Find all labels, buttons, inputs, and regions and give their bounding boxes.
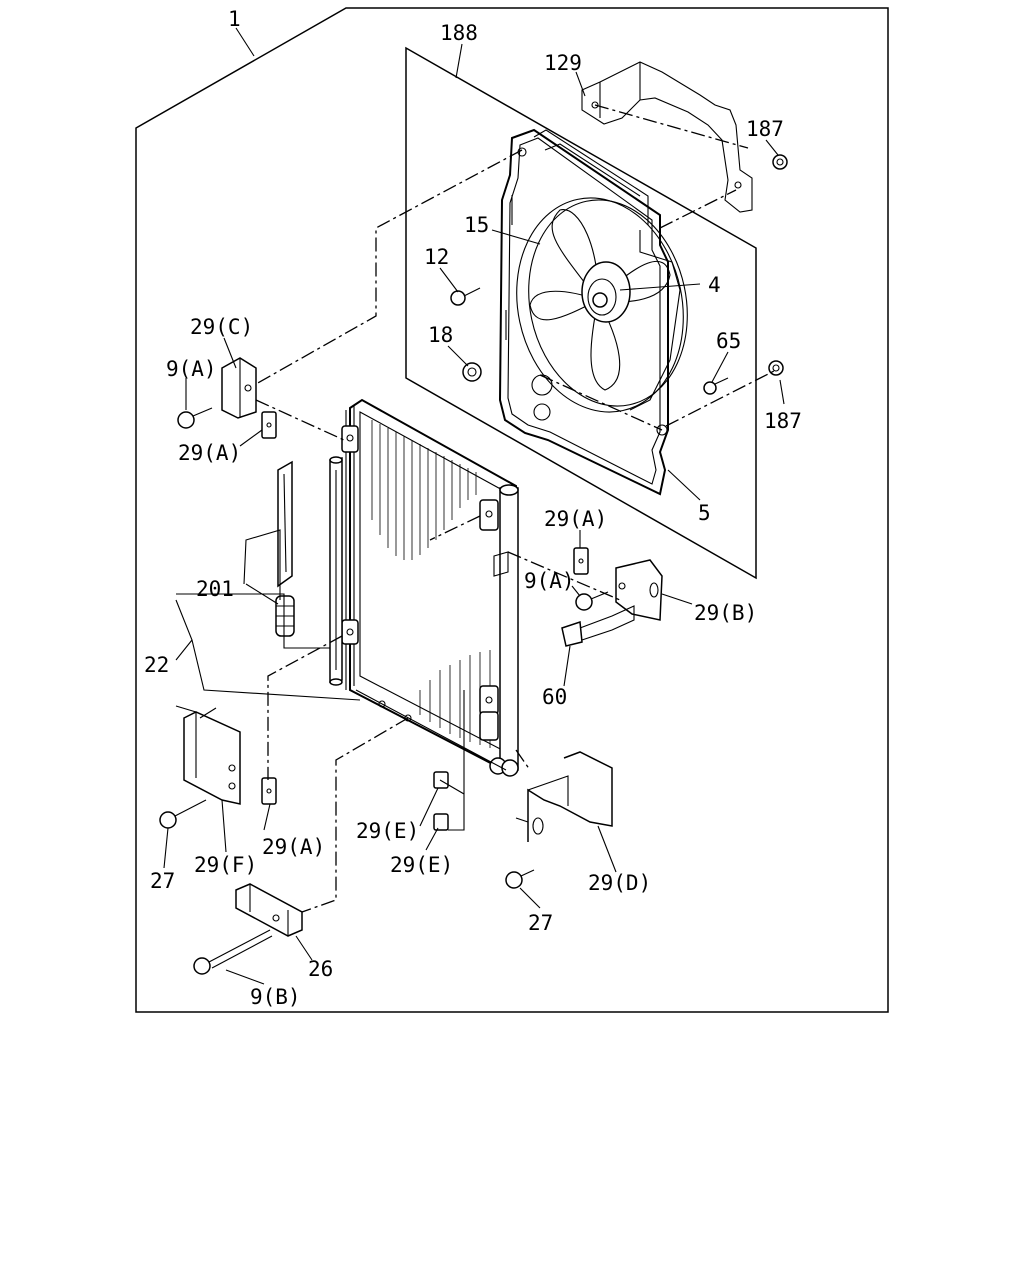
label-4: 4 — [708, 273, 721, 297]
clip-29a-right — [573, 547, 589, 575]
condenser-core — [341, 398, 519, 777]
fan-bracket — [581, 61, 753, 213]
screw-12 — [450, 287, 481, 306]
bolt-9b — [193, 929, 273, 975]
label-5: 5 — [698, 501, 711, 525]
label-27-right: 27 — [528, 911, 553, 935]
label-29e-lower: 29(E) — [390, 853, 453, 877]
assembly-frame — [135, 7, 889, 1013]
label-65: 65 — [716, 329, 741, 353]
clip-29a-top — [261, 411, 277, 439]
nut-187-top — [772, 154, 788, 170]
label-187-top: 187 — [746, 117, 784, 141]
label-29a-top: 29(A) — [178, 441, 241, 465]
label-18: 18 — [428, 323, 453, 347]
clip-29a-bottom — [261, 777, 277, 805]
label-1: 1 — [228, 7, 241, 31]
bolt-9a-right — [575, 591, 609, 611]
label-29c: 29(C) — [190, 315, 253, 339]
label-187-right: 187 — [764, 409, 802, 433]
leader-lines — [163, 27, 785, 985]
desiccant-filter — [275, 460, 295, 637]
label-29e-upper: 29(E) — [356, 819, 419, 843]
nut-187-right — [768, 360, 784, 376]
bracket-29d — [515, 751, 613, 842]
label-129: 129 — [544, 51, 582, 75]
nut-18 — [462, 362, 482, 382]
bracket-60 — [561, 605, 635, 647]
label-29a-bottom: 29(A) — [262, 835, 325, 859]
label-29b: 29(B) — [694, 601, 757, 625]
label-188: 188 — [440, 21, 478, 45]
bracket-26 — [235, 883, 303, 937]
fan-subassembly-frame — [405, 46, 757, 580]
fan-assembly — [516, 197, 688, 413]
bolt-9a-left — [177, 407, 213, 429]
label-15: 15 — [464, 213, 489, 237]
screw-65 — [703, 377, 729, 395]
label-26: 26 — [308, 957, 333, 981]
label-29a-right: 29(A) — [544, 507, 607, 531]
label-9a-right: 9(A) — [524, 569, 575, 593]
bracket-29c — [221, 357, 257, 419]
center-lines — [255, 104, 777, 913]
clip-29e-lower — [433, 813, 449, 831]
label-60: 60 — [542, 685, 567, 709]
label-12: 12 — [424, 245, 449, 269]
label-9a-left: 9(A) — [166, 357, 217, 381]
label-22: 22 — [144, 653, 169, 677]
bolt-27-right — [505, 869, 535, 889]
label-29f: 29(F) — [194, 853, 257, 877]
label-201: 201 — [196, 577, 234, 601]
label-27-left: 27 — [150, 869, 175, 893]
bracket-29b — [615, 559, 663, 621]
fan-shroud — [498, 128, 669, 496]
bracket-29f — [175, 705, 241, 805]
fan-motor — [581, 261, 631, 323]
bolt-27-left — [159, 799, 207, 829]
receiver-drier — [329, 456, 343, 686]
label-29d: 29(D) — [588, 871, 651, 895]
label-9b: 9(B) — [250, 985, 301, 1009]
